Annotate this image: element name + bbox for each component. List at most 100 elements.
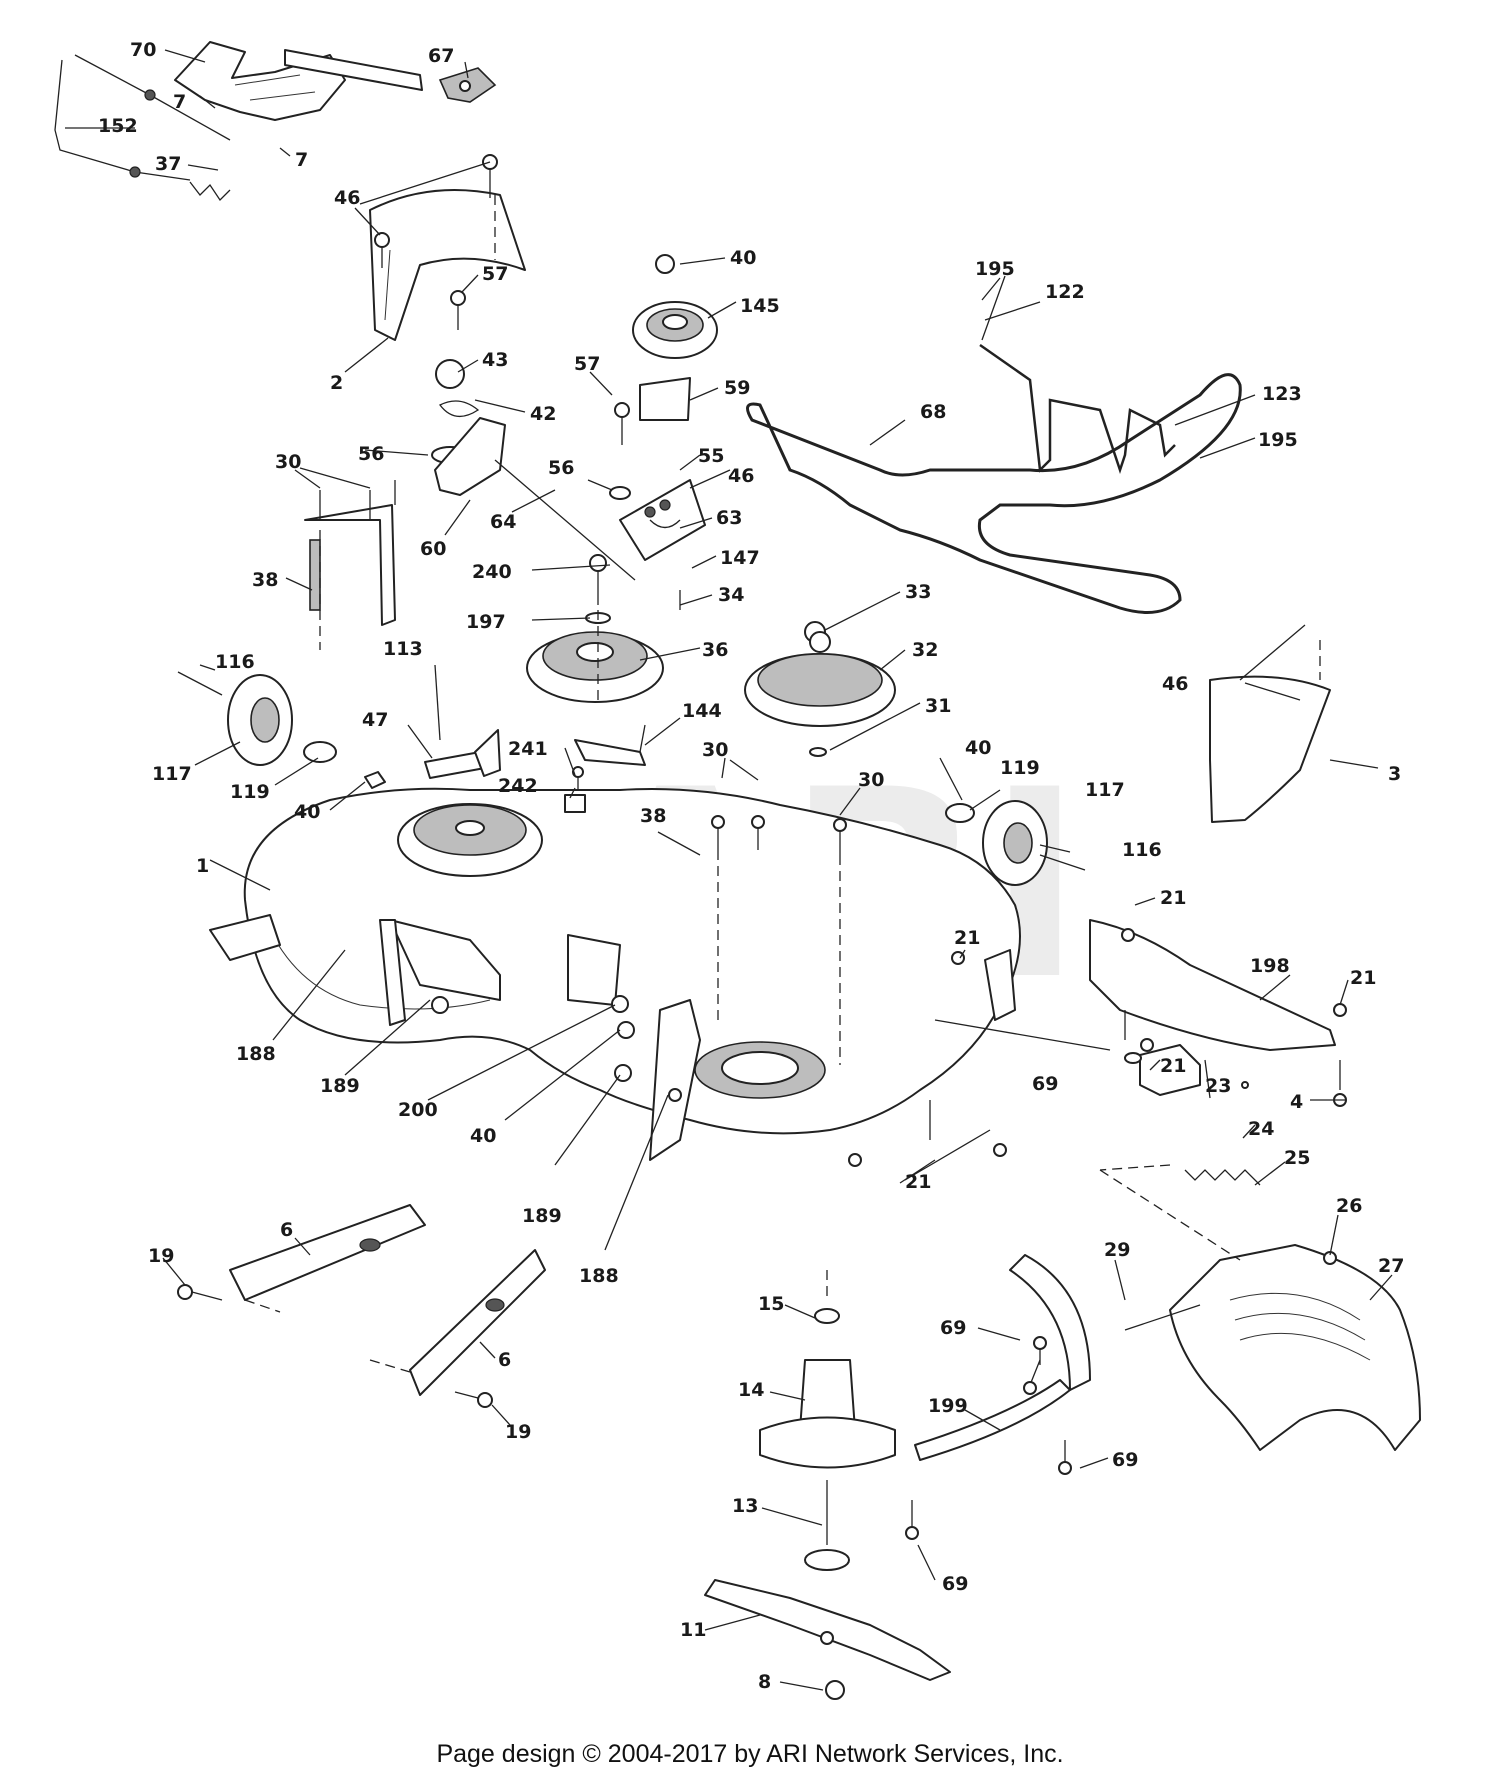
part-label-3: 3 <box>1388 763 1401 785</box>
part-label-7: 7 <box>173 91 186 113</box>
part-label-195-b: 195 <box>1258 429 1298 451</box>
part-label-189: 189 <box>320 1075 360 1097</box>
part-label-40-b: 40 <box>294 801 320 823</box>
part-label-19: 19 <box>148 1245 174 1267</box>
part-label-122: 122 <box>1045 281 1085 303</box>
idler-bracket <box>619 377 706 561</box>
idler-arm-assembly <box>304 359 636 626</box>
part-label-21-e: 21 <box>905 1171 931 1193</box>
hidden-lines <box>319 195 1321 1300</box>
part-label-197: 197 <box>466 611 506 633</box>
part-label-21: 21 <box>1160 887 1186 909</box>
part-label-46: 46 <box>334 187 360 209</box>
part-label-56-b: 56 <box>548 457 574 479</box>
part-label-30-b: 30 <box>702 739 728 761</box>
part-label-69-b: 69 <box>940 1317 966 1339</box>
part-label-7-b: 7 <box>295 149 308 171</box>
idler-arm-144 <box>574 724 646 766</box>
part-label-59: 59 <box>724 377 750 399</box>
part-label-21-d: 21 <box>1160 1055 1186 1077</box>
part-label-4: 4 <box>1290 1091 1303 1113</box>
part-label-199: 199 <box>928 1395 968 1417</box>
deck-pulley-main <box>379 803 621 1026</box>
part-label-144: 144 <box>682 700 722 722</box>
part-label-6: 6 <box>280 1219 293 1241</box>
part-label-70: 70 <box>130 39 156 61</box>
bracket-6-upper <box>229 1204 426 1313</box>
part-label-40-c: 40 <box>470 1125 496 1147</box>
part-label-6-b: 6 <box>498 1349 511 1371</box>
part-label-117-b: 117 <box>1085 779 1125 801</box>
part-label-32: 32 <box>912 639 938 661</box>
belt-guide-rod <box>979 343 1176 474</box>
part-label-200: 200 <box>398 1099 438 1121</box>
part-label-8: 8 <box>758 1671 771 1693</box>
part-label-38-b: 38 <box>640 805 666 827</box>
part-label-30-c: 30 <box>858 769 884 791</box>
discharge-mount <box>1139 1044 1261 1186</box>
part-label-21-b: 21 <box>954 927 980 949</box>
rod-29 <box>1124 1304 1201 1331</box>
part-label-13: 13 <box>732 1495 758 1517</box>
part-label-23: 23 <box>1205 1075 1231 1097</box>
part-label-40-d: 40 <box>965 737 991 759</box>
part-label-188: 188 <box>236 1043 276 1065</box>
part-label-123: 123 <box>1262 383 1302 405</box>
part-label-19-b: 19 <box>505 1421 531 1443</box>
part-label-37: 37 <box>155 153 181 175</box>
part-label-24: 24 <box>1248 1118 1274 1140</box>
part-label-145: 145 <box>740 295 780 317</box>
belt-cover-left <box>369 189 526 341</box>
part-label-31: 31 <box>925 695 951 717</box>
part-label-113: 113 <box>383 638 423 660</box>
handle-knob <box>438 67 497 103</box>
part-label-189-b: 189 <box>522 1205 562 1227</box>
mower-blade <box>704 1579 951 1700</box>
part-label-242: 242 <box>498 775 538 797</box>
idler-pulley-mid <box>526 631 664 703</box>
part-label-1: 1 <box>196 855 209 877</box>
part-label-2: 2 <box>330 372 343 394</box>
belt-cover-right <box>1209 675 1331 823</box>
part-label-195: 195 <box>975 258 1015 280</box>
part-label-11: 11 <box>680 1619 706 1641</box>
part-label-42: 42 <box>530 403 556 425</box>
bracket-6-lower <box>369 1249 546 1396</box>
bracket-113 <box>424 729 501 779</box>
gauge-wheel-right <box>945 800 1086 886</box>
leader-lines <box>65 49 1393 1691</box>
spindle-assembly <box>759 1308 896 1571</box>
cable-bracket-assembly <box>54 41 423 202</box>
copyright-footer: Page design © 2004-2017 by ARI Network S… <box>436 1740 1064 1768</box>
drive-belt <box>746 373 1242 614</box>
part-label-33: 33 <box>905 581 931 603</box>
gauge-wheel-left <box>177 671 386 789</box>
part-label-57: 57 <box>482 263 508 285</box>
part-label-147: 147 <box>720 547 760 569</box>
idler-pulley-top <box>632 254 718 359</box>
part-label-47: 47 <box>362 709 388 731</box>
part-label-57-b: 57 <box>574 353 600 375</box>
part-label-119: 119 <box>230 781 270 803</box>
part-label-46-b: 46 <box>728 465 754 487</box>
part-label-46-c: 46 <box>1162 673 1188 695</box>
part-label-69: 69 <box>1032 1073 1058 1095</box>
part-label-29: 29 <box>1104 1239 1130 1261</box>
part-label-116-b: 116 <box>1122 839 1162 861</box>
part-label-43: 43 <box>482 349 508 371</box>
part-label-34: 34 <box>718 584 744 606</box>
part-label-56: 56 <box>358 443 384 465</box>
part-label-36: 36 <box>702 639 728 661</box>
hardware-fasteners <box>177 154 1347 1540</box>
part-label-30: 30 <box>275 451 301 473</box>
part-label-25: 25 <box>1284 1147 1310 1169</box>
belt-shield-199 <box>914 1254 1091 1461</box>
part-label-63: 63 <box>716 507 742 529</box>
part-label-26: 26 <box>1336 1195 1362 1217</box>
part-label-241: 241 <box>508 738 548 760</box>
part-label-60: 60 <box>420 538 446 560</box>
part-label-55: 55 <box>698 445 724 467</box>
part-label-119-b: 119 <box>1000 757 1040 779</box>
mower-deck-housing <box>209 787 1021 1135</box>
part-label-116: 116 <box>215 651 255 673</box>
